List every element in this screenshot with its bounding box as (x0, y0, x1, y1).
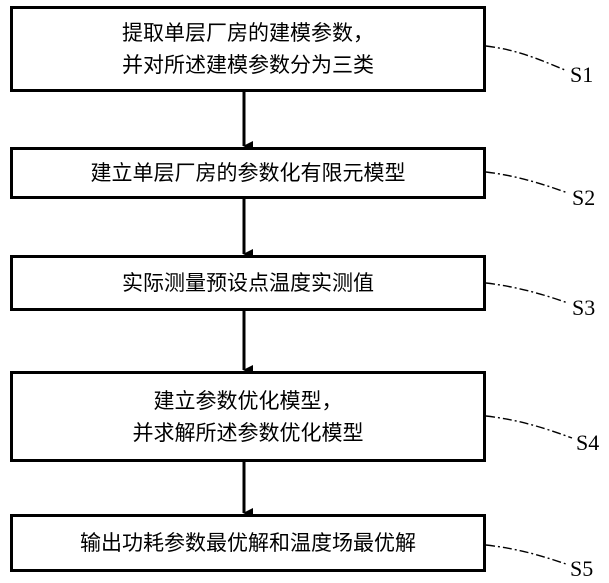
step-text-line: 实际测量预设点温度实测值 (122, 267, 374, 299)
step-box-s1: 提取单层厂房的建模参数， 并对所述建模参数分为三类 (10, 6, 486, 92)
step-text-line: 建立参数优化模型， (154, 385, 343, 417)
step-text-line: 提取单层厂房的建模参数， (122, 17, 374, 49)
step-text-line: 并求解所述参数优化模型 (133, 417, 364, 449)
step-label-s3: S3 (572, 295, 595, 321)
step-box-s4: 建立参数优化模型， 并求解所述参数优化模型 (10, 371, 486, 462)
leader-s2 (486, 172, 568, 193)
step-text-line: 输出功耗参数最优解和温度场最优解 (80, 527, 416, 559)
step-box-s5: 输出功耗参数最优解和温度场最优解 (10, 514, 486, 572)
leader-s3 (486, 283, 568, 303)
leader-s1 (486, 46, 565, 70)
leader-s4 (486, 416, 572, 438)
step-text-line: 建立单层厂房的参数化有限元模型 (91, 157, 406, 189)
leader-s5 (486, 545, 566, 564)
step-box-s3: 实际测量预设点温度实测值 (10, 255, 486, 311)
step-box-s2: 建立单层厂房的参数化有限元模型 (10, 147, 486, 199)
step-label-s1: S1 (570, 62, 593, 88)
step-text-line: 并对所述建模参数分为三类 (122, 49, 374, 81)
step-label-s4: S4 (576, 430, 599, 456)
step-label-s2: S2 (572, 185, 595, 211)
step-label-s5: S5 (570, 556, 593, 582)
